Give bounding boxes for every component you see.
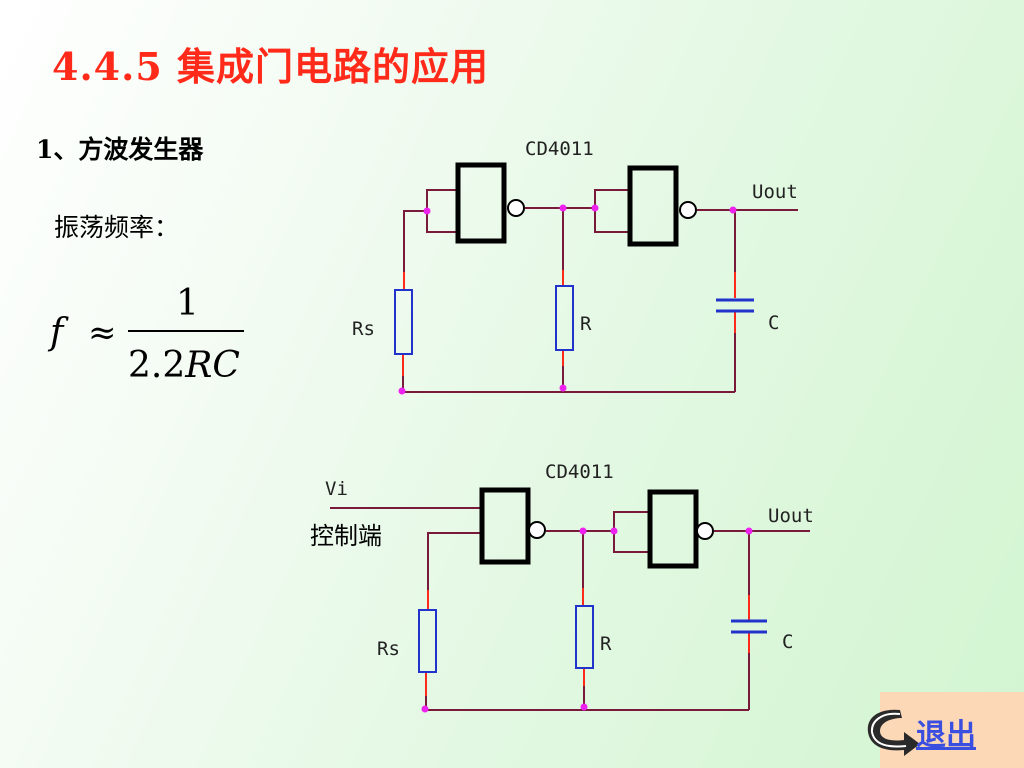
section-heading: 1、方波发生器 xyxy=(36,135,204,164)
r-label: R xyxy=(600,633,612,655)
output-label: Uout xyxy=(752,181,798,203)
formula-lhs: f xyxy=(47,312,69,353)
inverter-bubble xyxy=(696,522,714,540)
input-label: Vi xyxy=(325,478,348,500)
nand-gate-1 xyxy=(455,162,507,244)
nand-gate-2 xyxy=(627,165,679,247)
wires xyxy=(402,189,798,393)
chip-label: CD4011 xyxy=(545,461,614,483)
nand-gate-1 xyxy=(479,487,531,565)
nand-gate-2 xyxy=(647,489,699,569)
inverter-bubble xyxy=(679,201,697,219)
rs-label: Rs xyxy=(352,318,375,340)
resistor-r xyxy=(555,285,574,351)
formula-denominator-number: 2.2 xyxy=(128,345,185,386)
resistor-rs xyxy=(418,609,437,673)
capacitor-c xyxy=(716,298,754,313)
inverter-bubble xyxy=(528,521,546,539)
circuit-2: CD4011 Vi 控制端 Uout Rs R C xyxy=(310,461,814,713)
return-arrow-icon xyxy=(867,709,920,756)
wires xyxy=(330,507,810,711)
c-label: C xyxy=(768,312,779,334)
exit-button[interactable]: 退出 xyxy=(867,692,1024,768)
frequency-label: 振荡频率： xyxy=(54,213,180,242)
rs-label: Rs xyxy=(377,638,400,660)
slide-title: 4.4.5 集成门电路的应用 xyxy=(52,44,490,89)
frequency-formula: f ≈ 1 2.2RC xyxy=(47,283,244,386)
c-label: C xyxy=(782,631,793,653)
capacitor-c xyxy=(731,619,767,634)
junction-nodes xyxy=(398,204,737,395)
exit-label[interactable]: 退出 xyxy=(916,718,976,753)
lead-wires xyxy=(425,588,750,696)
resistor-rs xyxy=(394,289,413,355)
r-label: R xyxy=(580,313,592,335)
junction-nodes xyxy=(421,527,753,713)
chip-label: CD4011 xyxy=(525,138,594,160)
circuit-1: CD4011 Uout Rs R C xyxy=(352,138,798,395)
resistor-r xyxy=(575,605,594,669)
output-label: Uout xyxy=(768,505,814,527)
formula-denominator: 2.2RC xyxy=(128,345,240,386)
inverter-bubble xyxy=(507,199,525,217)
control-label: 控制端 xyxy=(310,522,382,550)
formula-numerator: 1 xyxy=(176,283,199,324)
lead-wires xyxy=(402,270,736,376)
formula-denominator-variable: RC xyxy=(184,345,240,386)
formula-operator: ≈ xyxy=(88,313,117,353)
